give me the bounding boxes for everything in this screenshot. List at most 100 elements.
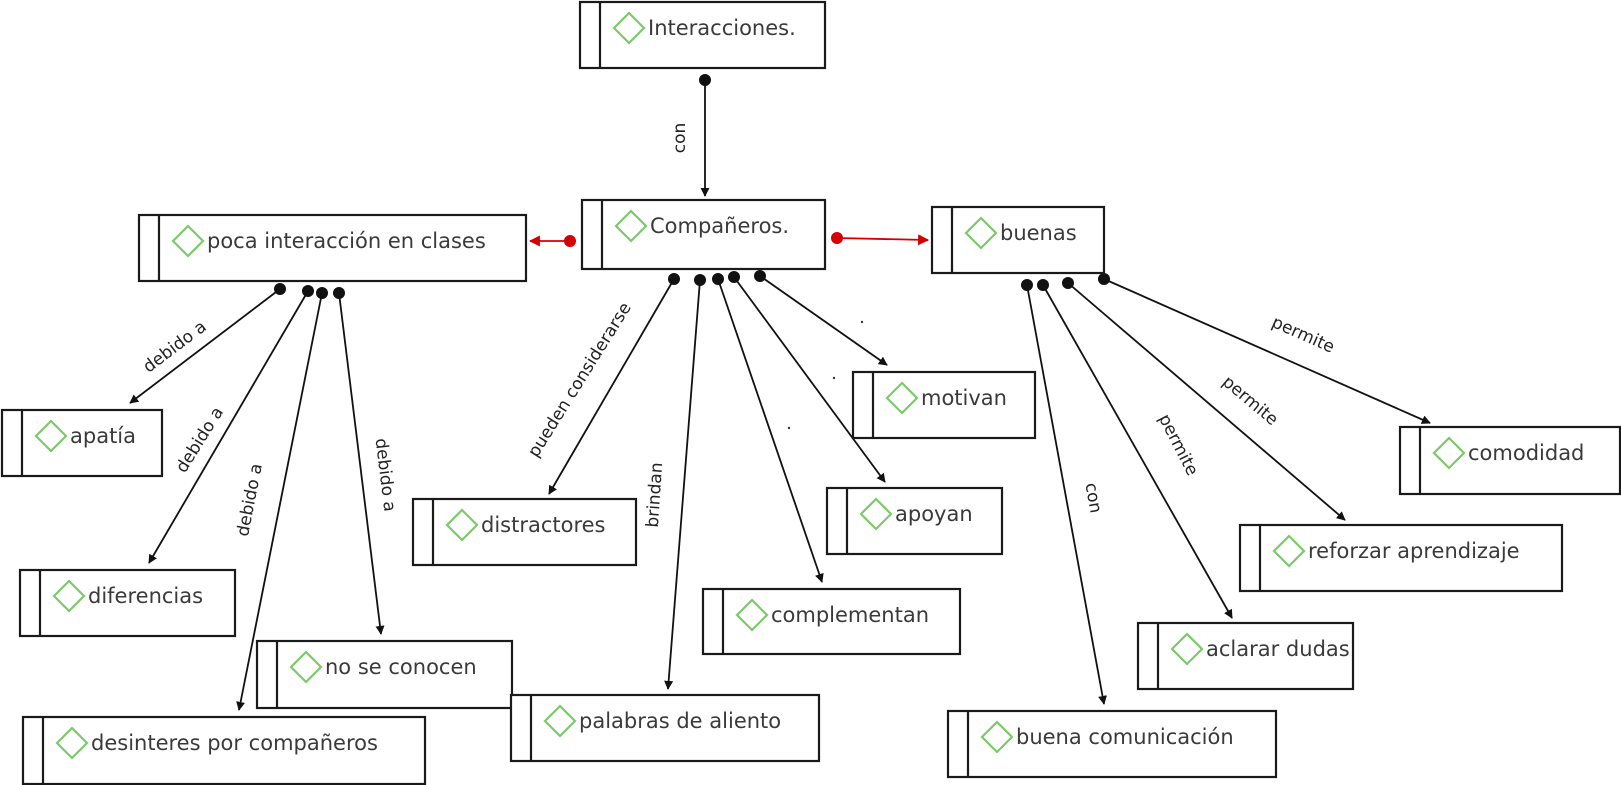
diamond-icon (885, 381, 919, 415)
node-label: apoyan (895, 502, 973, 526)
edge-line[interactable] (338, 292, 385, 635)
diamond-icon (612, 11, 646, 45)
edge-line[interactable] (148, 290, 309, 564)
node-label: aclarar dudas (1206, 637, 1350, 661)
node-noseconocen[interactable]: no se conocen (255, 639, 514, 710)
edge-label: debido a (233, 462, 267, 538)
node-apatia[interactable]: apatía (0, 408, 164, 478)
diamond-icon (735, 598, 769, 632)
node-box[interactable] (946, 709, 1278, 779)
edge-label: pueden considerarse (524, 299, 636, 461)
edge-start-dot[interactable] (564, 235, 576, 247)
edge-line[interactable] (759, 275, 888, 366)
edge-start-dot[interactable] (333, 287, 345, 299)
edge-label: con (670, 123, 690, 154)
edge-companeros-to-buenas (831, 232, 930, 246)
node-label: distractores (481, 513, 606, 537)
edge-line[interactable] (548, 278, 675, 495)
edge-label: debido a (371, 437, 400, 513)
stray-dot (787, 426, 791, 430)
diamond-icon (1170, 632, 1204, 666)
node-box[interactable] (930, 205, 1106, 275)
edge-line[interactable] (717, 278, 824, 583)
edge-line[interactable] (664, 279, 701, 690)
edge-start-dot[interactable] (274, 283, 286, 295)
edge-start-dot[interactable] (302, 285, 314, 297)
node-poca[interactable]: poca interacción en clases (137, 213, 528, 283)
diamond-icon (964, 216, 998, 250)
node-comodidad[interactable]: comodidad (1398, 425, 1621, 496)
edge-label: permite (1218, 372, 1282, 430)
node-diferencias[interactable]: diferencias (18, 568, 237, 638)
node-apoyan[interactable]: apoyan (825, 486, 1004, 556)
node-reforzar[interactable]: reforzar aprendizaje (1238, 523, 1564, 593)
node-box[interactable] (825, 486, 1004, 556)
edge-start-dot[interactable] (831, 232, 843, 244)
edge-label: permite (1154, 411, 1202, 479)
edge-line[interactable] (1026, 284, 1107, 705)
diamond-icon (614, 209, 648, 243)
edge-start-dot[interactable] (668, 273, 680, 285)
edge-start-dot[interactable] (699, 74, 711, 86)
edge-poca-to-noseconocen: debido a (333, 287, 400, 635)
edge-start-dot[interactable] (754, 270, 766, 282)
diamond-icon (52, 579, 86, 613)
edge-start-dot[interactable] (1098, 273, 1110, 285)
node-aclarar[interactable]: aclarar dudas (1136, 621, 1355, 691)
edge-companeros-to-complementan (712, 273, 824, 583)
node-box[interactable] (21, 715, 427, 785)
edge-label: con (1081, 481, 1106, 515)
node-box[interactable] (18, 568, 237, 638)
node-box[interactable] (1136, 621, 1355, 691)
stray-dot (860, 320, 864, 324)
node-box[interactable] (1398, 425, 1621, 496)
node-complementan[interactable]: complementan (701, 587, 962, 656)
edge-start-dot[interactable] (728, 271, 740, 283)
node-interacciones[interactable]: Interacciones. (578, 0, 827, 70)
node-box[interactable] (137, 213, 528, 283)
node-label: reforzar aprendizaje (1308, 539, 1520, 563)
node-box[interactable] (701, 587, 962, 656)
edge-buenas-to-reforzar: permite (1062, 277, 1346, 521)
diamond-icon (1432, 436, 1466, 470)
node-box[interactable] (1238, 523, 1564, 593)
edge-start-dot[interactable] (1037, 279, 1049, 291)
diamond-icon (289, 650, 323, 684)
node-box[interactable] (411, 497, 638, 567)
node-label: apatía (70, 424, 136, 448)
node-companeros[interactable]: Compañeros. (580, 198, 827, 271)
node-comunicacion[interactable]: buena comunicación (946, 709, 1278, 779)
edge-interacciones-to-companeros: con (670, 74, 711, 197)
edge-start-dot[interactable] (712, 273, 724, 285)
edge-start-dot[interactable] (316, 287, 328, 299)
node-motivan[interactable]: motivan (851, 370, 1037, 440)
node-box[interactable] (0, 408, 164, 478)
edge-buenas-to-comunicacion: con (1021, 279, 1107, 705)
edge-line[interactable] (836, 234, 930, 246)
node-desinteres[interactable]: desinteres por compañeros (21, 715, 427, 785)
node-distractores[interactable]: distractores (411, 497, 638, 567)
edge-start-dot[interactable] (694, 274, 706, 286)
edge-line[interactable] (1042, 284, 1233, 619)
diamond-icon (55, 726, 89, 760)
edge-start-dot[interactable] (1021, 279, 1033, 291)
node-buenas[interactable]: buenas (930, 205, 1106, 275)
edge-line[interactable] (1103, 278, 1431, 424)
edge-line[interactable] (236, 292, 323, 711)
edge-companeros-to-apoyan (728, 271, 886, 483)
edge-companeros-to-distractores: pueden considerarse (524, 273, 680, 495)
node-label: motivan (921, 386, 1007, 410)
edge-line[interactable] (129, 288, 281, 404)
node-label: palabras de aliento (579, 709, 781, 733)
edge-start-dot[interactable] (1062, 277, 1074, 289)
node-label: comodidad (1468, 441, 1584, 465)
stray-dot (832, 376, 836, 380)
node-box[interactable] (851, 370, 1037, 440)
node-box[interactable] (509, 693, 821, 763)
node-box[interactable] (580, 198, 827, 271)
edge-line[interactable] (733, 276, 886, 483)
edge-line[interactable] (1067, 282, 1346, 521)
node-palabras[interactable]: palabras de aliento (509, 693, 821, 763)
